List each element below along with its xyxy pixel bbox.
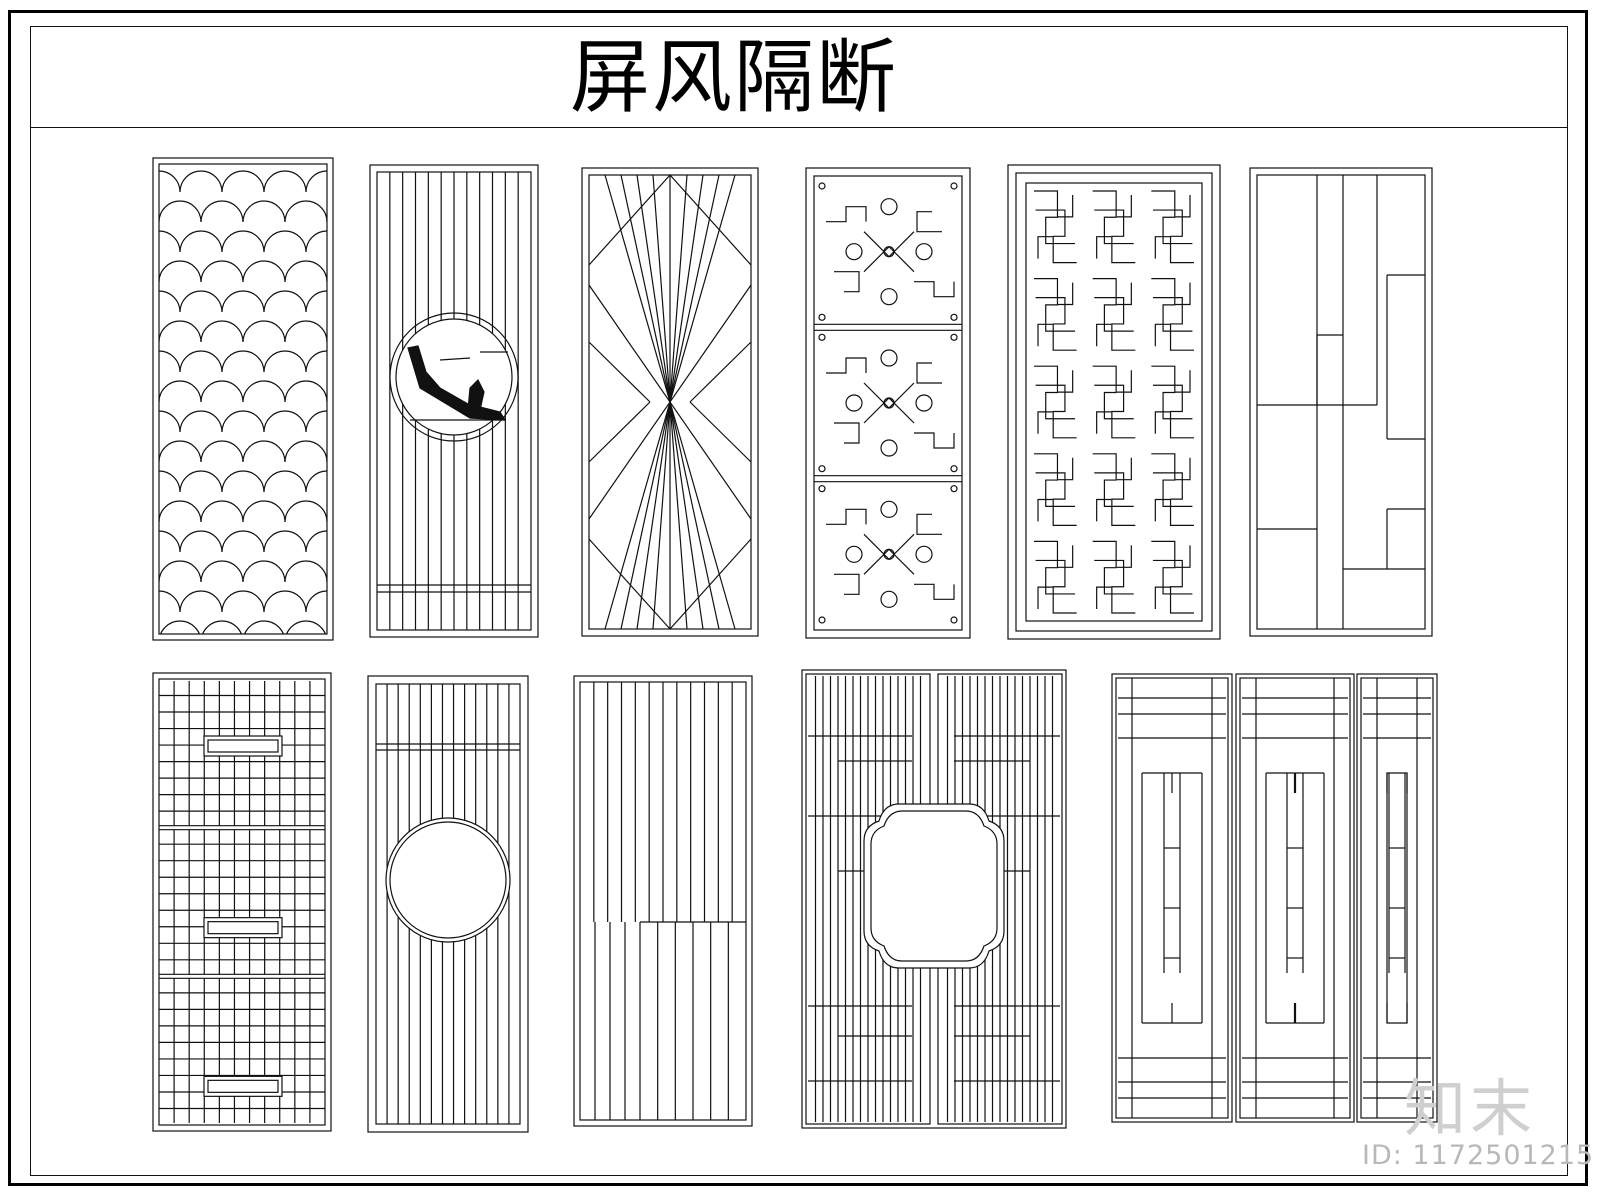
- screen-panel-fish-scale: [152, 157, 334, 641]
- screen-panel-fret-three-section: [805, 167, 971, 639]
- watermark-brand: 知末: [1404, 1072, 1537, 1145]
- title-divider: [30, 127, 1568, 128]
- screen-panel-vertical-slats-with-circle: [367, 675, 529, 1133]
- screen-panel-diamond-fan: [581, 167, 759, 637]
- screen-panel-grid-three-section: [152, 672, 332, 1132]
- outer-border: [8, 10, 1588, 1186]
- watermark-id: ID: 1172501215: [1362, 1140, 1595, 1171]
- screen-panel-triple-lattice: [1111, 673, 1438, 1123]
- screen-panel-vertical-slats-with-circle-painting: [369, 164, 539, 638]
- screen-panel-chinese-fret-lattice: [1007, 164, 1221, 640]
- screen-panel-double-door-with-center-opening: [801, 669, 1067, 1129]
- screen-panel-offset-rectangles: [1249, 167, 1433, 637]
- screen-panel-vertical-slats-split: [573, 675, 753, 1127]
- page-title: 屏风隔断: [570, 31, 898, 124]
- inner-border: [30, 26, 1568, 1176]
